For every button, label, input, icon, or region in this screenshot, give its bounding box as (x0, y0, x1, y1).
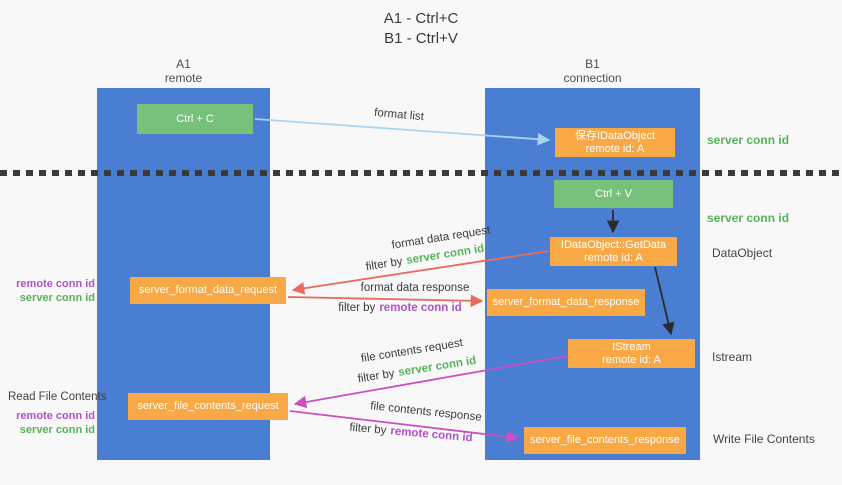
format-list-label: format list (373, 106, 425, 124)
lane-header-a1: A1 remote (97, 57, 270, 85)
filter-by-text: filter by (356, 367, 396, 386)
node-save-idataobject-line1: 保存IDataObject (574, 129, 656, 142)
node-idataobject-getdata: IDataObject::GetData remote id: A (550, 237, 677, 266)
lane-b1-subtitle: connection (563, 71, 622, 85)
diagram-title: A1 - Ctrl+C B1 - Ctrl+V (0, 9, 842, 49)
node-server-format-data-request: server_format_data_request (130, 277, 286, 304)
lane-a1-subtitle: remote (164, 71, 203, 85)
server-conn-id-label-top: server conn id (707, 133, 790, 147)
node-istream: IStream remote id: A (568, 339, 695, 368)
left-conn-id-group-bottom: remote conn id server conn id (5, 409, 95, 437)
server-conn-id-label-left-mid: server conn id (19, 292, 95, 304)
server-conn-id-text: server conn id (397, 354, 478, 379)
istream-label: Istream (712, 350, 753, 364)
node-getdata-line2: remote id: A (584, 251, 643, 264)
dataobject-label: DataObject (712, 246, 773, 260)
format-data-response-arrow (287, 294, 484, 308)
node-istream-line1: IStream (612, 340, 651, 353)
format-data-response-label: format data response (360, 282, 470, 294)
server-conn-id-label-mid: server conn id (707, 211, 790, 225)
remote-conn-id-text: remote conn id (389, 425, 474, 445)
node-ctrl-c-label: Ctrl + C (176, 112, 214, 125)
left-conn-id-group-mid: remote conn id server conn id (5, 277, 95, 305)
node-ctrl-v-label: Ctrl + V (595, 187, 632, 200)
filter-by-text: filter by (364, 255, 404, 274)
remote-conn-id-label-mid: remote conn id (16, 278, 95, 290)
dotted-divider (0, 170, 842, 176)
node-server-file-contents-response: server_file_contents_response (524, 427, 686, 454)
node-file-response-label: server_file_contents_response (530, 434, 680, 446)
node-ctrl-v: Ctrl + V (554, 180, 673, 208)
node-server-file-contents-request: server_file_contents_request (128, 393, 288, 420)
node-format-request-label: server_format_data_request (138, 284, 278, 296)
node-getdata-line1: IDataObject::GetData (560, 238, 667, 251)
filter-by-text: filter by (348, 421, 387, 437)
title-line-2: B1 - Ctrl+V (384, 30, 458, 47)
node-format-response-label: server_format_data_response (492, 296, 640, 308)
write-file-contents-label: Write File Contents (713, 432, 815, 446)
lane-header-b1: B1 connection (485, 57, 700, 85)
lane-a1-title: A1 (176, 57, 191, 71)
remote-conn-id-label-bottom: remote conn id (16, 410, 95, 422)
node-save-idataobject: 保存IDataObject remote id: A (555, 128, 675, 157)
remote-conn-id-text: remote conn id (379, 302, 462, 314)
title-line-1: A1 - Ctrl+C (383, 10, 459, 27)
lane-b1-title: B1 (585, 57, 600, 71)
node-save-idataobject-line2: remote id: A (585, 142, 645, 155)
read-file-contents-label: Read File Contents (8, 391, 107, 403)
node-file-request-label: server_file_contents_request (137, 400, 279, 412)
file-contents-response-label: file contents response (369, 400, 483, 424)
server-conn-id-label-left-bottom: server conn id (19, 424, 95, 436)
filter-by-text: filter by (338, 302, 376, 314)
node-server-format-data-response: server_format_data_response (487, 289, 645, 316)
node-ctrl-c: Ctrl + C (137, 104, 253, 134)
node-istream-line2: remote id: A (602, 353, 661, 366)
